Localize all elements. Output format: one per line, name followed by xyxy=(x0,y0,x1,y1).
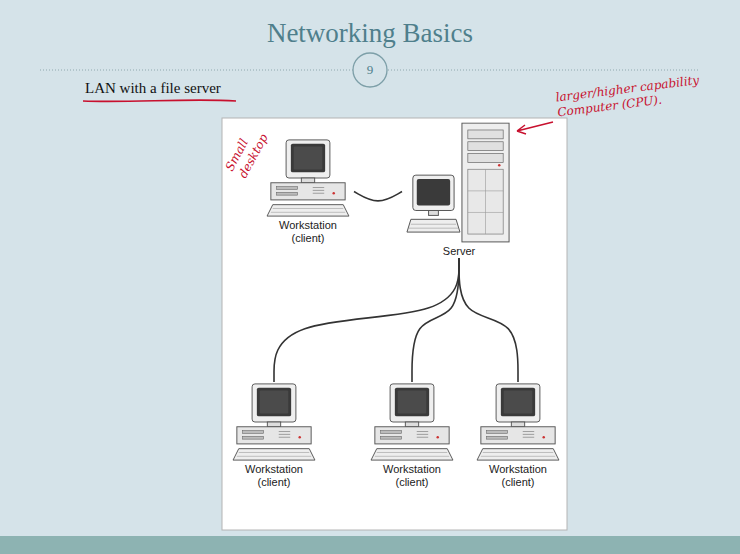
node-label: Server xyxy=(422,245,496,258)
header-rule xyxy=(40,70,355,71)
node-label: 9 xyxy=(352,52,388,88)
network-cable xyxy=(459,258,518,382)
network-cable xyxy=(274,258,459,382)
footer-band xyxy=(0,536,740,554)
workstation-illustration xyxy=(369,382,455,462)
network-cable xyxy=(354,192,402,201)
workstation-illustration xyxy=(265,138,351,218)
workstation-computer: Workstation (client) xyxy=(262,138,354,245)
workstation-computer: Workstation (client) xyxy=(228,382,320,489)
node-label: Workstation (client) xyxy=(375,463,449,489)
node-label: Workstation (client) xyxy=(237,463,311,489)
node-label: Workstation (client) xyxy=(481,463,555,489)
handwritten-note: larger/higher capability Computer (CPU). xyxy=(555,70,729,121)
slide-title: Networking Basics xyxy=(0,18,740,49)
workstation-computer: Workstation (client) xyxy=(366,382,458,489)
network-cable xyxy=(412,258,459,382)
workstation-illustration xyxy=(475,382,561,462)
workstation-illustration xyxy=(231,382,317,462)
server-illustration xyxy=(405,122,513,244)
node-label: Workstation (client) xyxy=(271,219,345,245)
picture-frame xyxy=(222,118,567,530)
handwritten-arrow xyxy=(517,122,553,134)
workstation-computer: Workstation (client) xyxy=(472,382,564,489)
handwritten-underline xyxy=(83,100,236,101)
header-rule xyxy=(385,70,700,71)
slide-subheading: LAN with a file server xyxy=(85,80,221,97)
server-computer: Server xyxy=(402,122,516,258)
page-number-circle: 9 xyxy=(352,52,388,88)
